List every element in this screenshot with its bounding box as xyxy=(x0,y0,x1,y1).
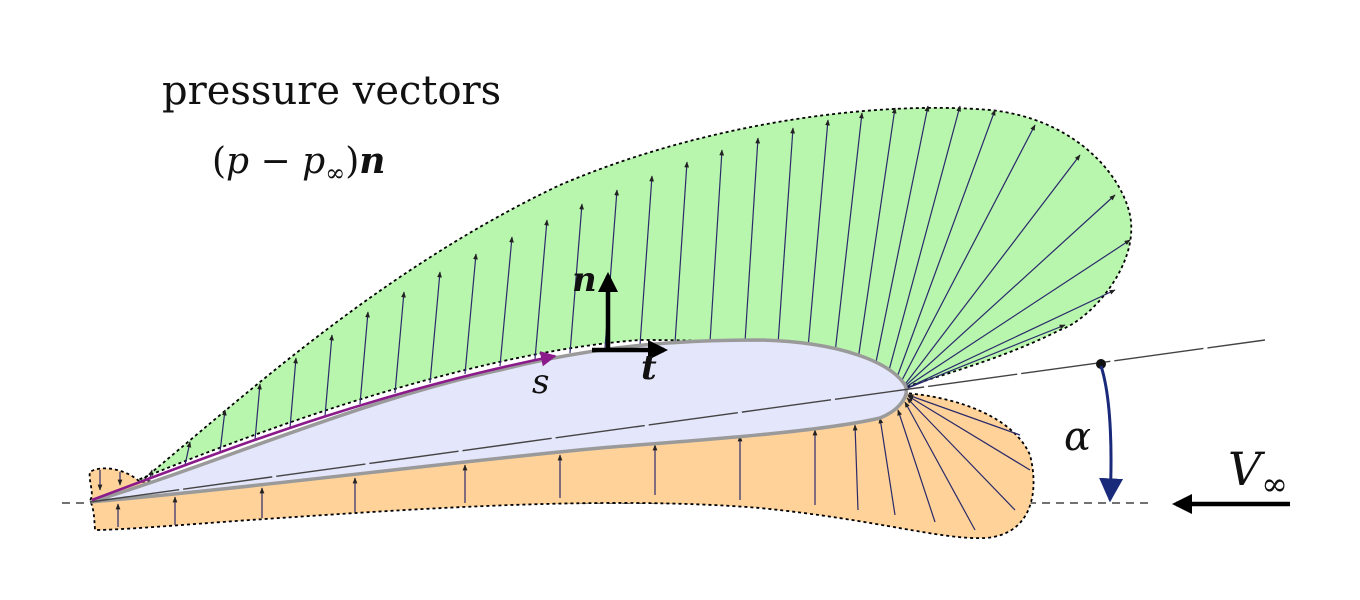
normal-label: n xyxy=(572,260,597,300)
pressure-vectors xyxy=(97,394,1031,531)
formula-p-inf: p xyxy=(302,141,326,182)
freestream-inf-subscript: ∞ xyxy=(1261,465,1288,504)
formula-open-paren: ( xyxy=(212,141,227,182)
formula-inf-subscript: ∞ xyxy=(325,159,346,188)
freestream-velocity-label: V∞ xyxy=(1228,442,1288,503)
suction-pressure-region xyxy=(89,106,1133,501)
arc-length-label: s xyxy=(532,362,550,402)
chord-line xyxy=(89,339,1266,503)
pressure-vector-formula: (p − p∞)n xyxy=(212,140,385,187)
angle-of-attack-label: α xyxy=(1064,414,1092,460)
arc-length-arrow xyxy=(91,351,557,502)
formula-n: n xyxy=(359,140,386,182)
chord-pivot-point xyxy=(1096,359,1106,369)
formula-minus: − xyxy=(249,141,303,182)
diagram-title: pressure vectors xyxy=(162,68,502,114)
formula-close-paren: ) xyxy=(345,141,360,182)
tangent-label: t xyxy=(641,348,657,388)
suction-vectors xyxy=(148,105,1131,479)
formula-p: p xyxy=(226,141,250,182)
airfoil-body xyxy=(89,338,908,504)
freestream-v: V xyxy=(1228,442,1262,496)
angle-of-attack-arc xyxy=(1099,365,1124,503)
